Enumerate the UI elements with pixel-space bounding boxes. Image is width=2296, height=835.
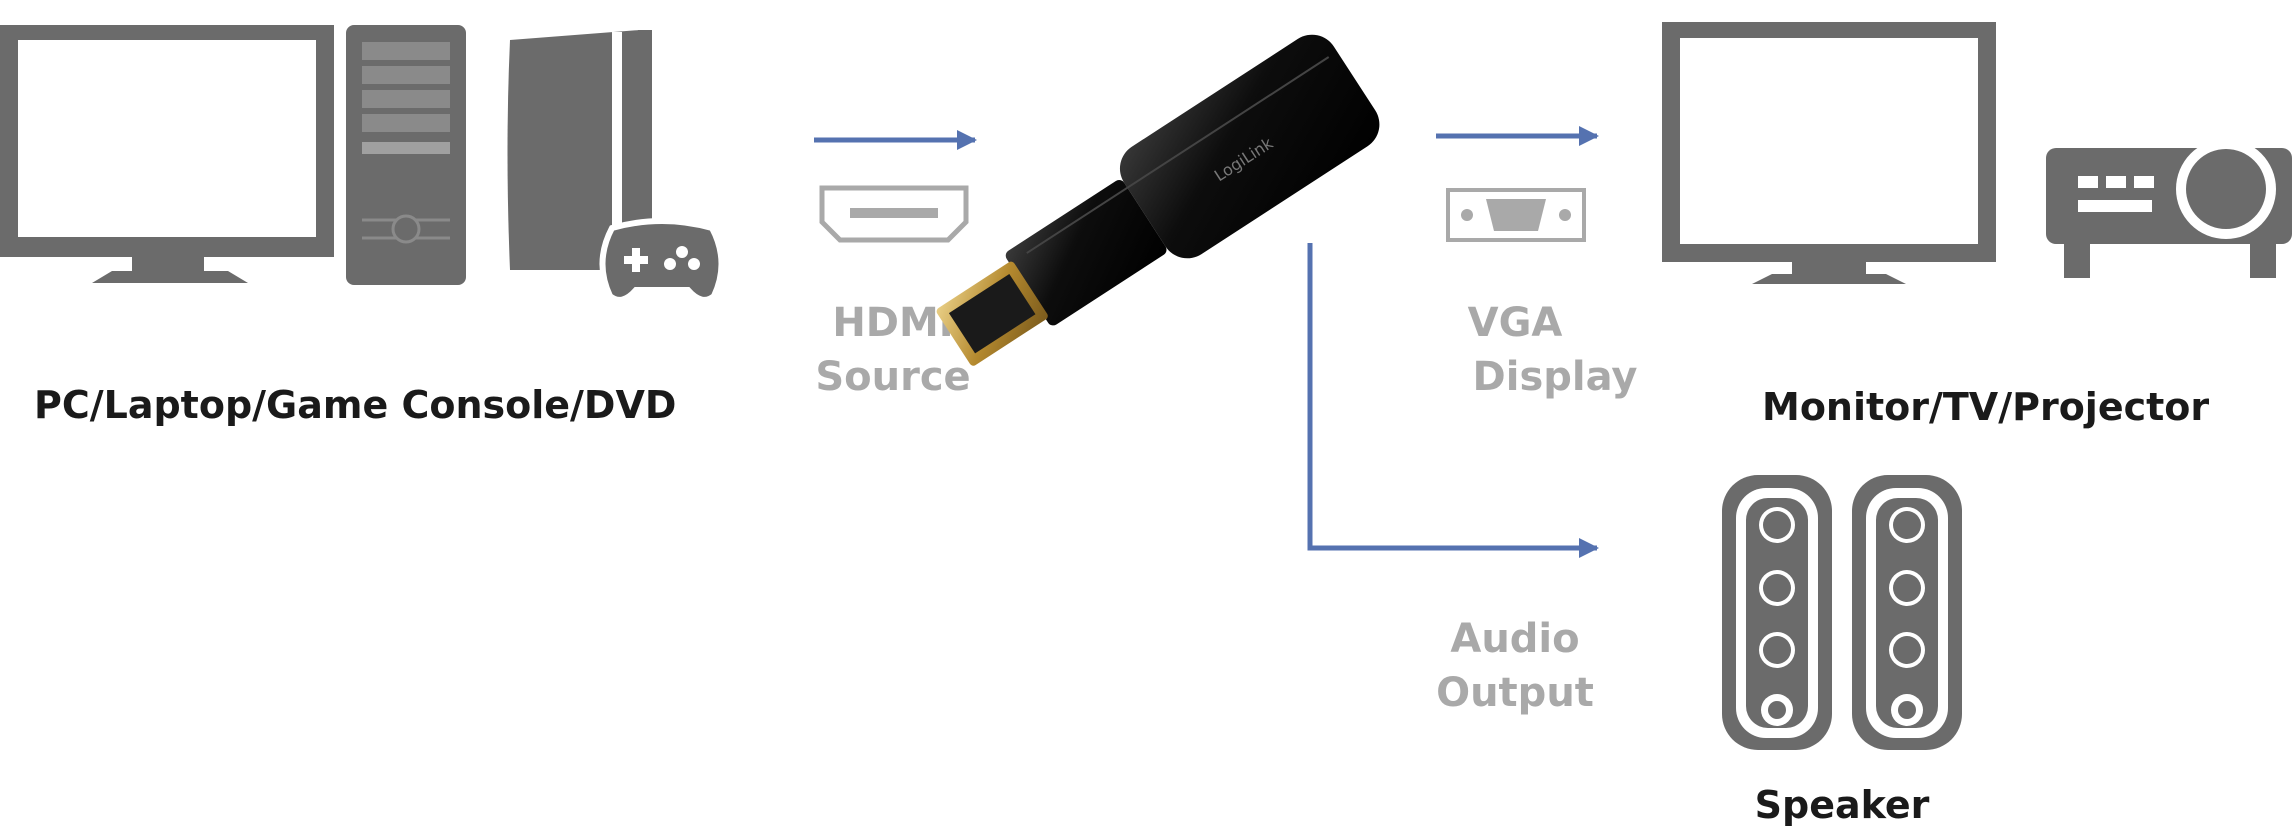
game-console-icon xyxy=(507,30,652,270)
vga-label-line2: Display xyxy=(1473,354,1638,400)
hdmi-label-line2: Source xyxy=(815,354,970,400)
speaker-label: Speaker xyxy=(1755,783,1930,827)
gamepad-icon xyxy=(599,218,725,303)
hdmi-label-line1: HDMI xyxy=(832,300,953,346)
source-devices-label: PC/Laptop/Game Console/DVD xyxy=(34,383,676,427)
pc-tower-icon xyxy=(346,25,466,285)
hdmi-port-icon xyxy=(819,185,969,243)
display-devices-label: Monitor/TV/Projector xyxy=(1762,385,2209,429)
speaker-icon xyxy=(1722,475,1832,750)
audio-label-line1: Audio xyxy=(1450,616,1579,662)
tv-icon xyxy=(1662,22,1996,284)
hdmi-vga-adapter: LogiLink xyxy=(936,34,1380,366)
speaker-icon xyxy=(1852,475,1962,750)
vga-port-icon xyxy=(1446,188,1586,242)
monitor-icon xyxy=(0,25,334,283)
audio-output-arrow xyxy=(1307,243,1599,558)
audio-label-line2: Output xyxy=(1436,670,1594,716)
projector-icon xyxy=(2046,139,2292,278)
vga-label-line1: VGA xyxy=(1468,300,1563,346)
